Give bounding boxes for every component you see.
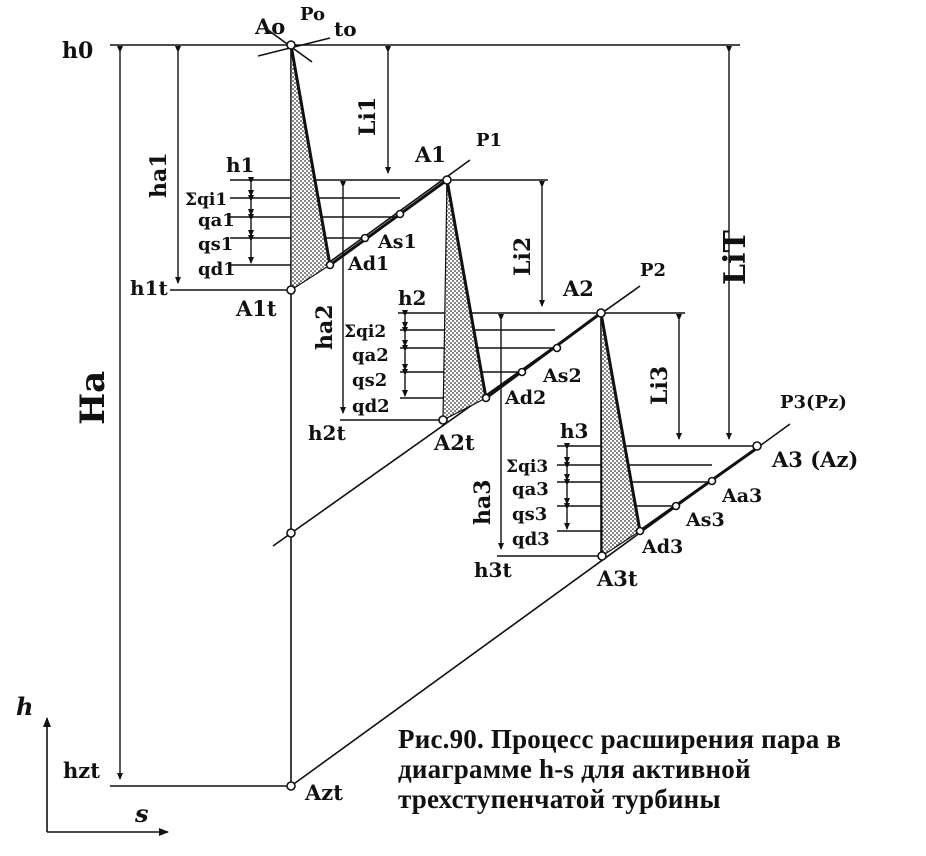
point-a0 xyxy=(286,40,296,50)
label-h0: h0 xyxy=(62,38,93,64)
label-as3: As3 xyxy=(685,509,725,531)
point-a2 xyxy=(596,308,606,318)
label-a3: A3 (Az) xyxy=(771,447,858,472)
label-azt: Azt xyxy=(304,780,343,805)
label-h3t: h3t xyxy=(474,558,512,582)
label-qa1: qa1 xyxy=(198,210,235,231)
label-ad2: Ad2 xyxy=(504,387,546,409)
point-as2 xyxy=(517,367,527,377)
label-ha2: ha2 xyxy=(312,304,338,350)
label-a3t: A3t xyxy=(596,566,638,591)
point-ad2 xyxy=(481,393,491,403)
label-a1t: A1t xyxy=(235,296,277,321)
label-p3: P3(Pz) xyxy=(780,392,847,413)
label-ha3: ha3 xyxy=(470,479,496,525)
label-lit: LiT xyxy=(718,230,753,285)
label-qs1: qs1 xyxy=(198,234,233,255)
label-p0: Po xyxy=(300,4,325,25)
point-aa2 xyxy=(552,343,562,353)
label-qa2: qa2 xyxy=(352,345,389,366)
label-ad1: Ad1 xyxy=(347,253,389,275)
label-h1: h1 xyxy=(226,153,254,177)
p3-thick xyxy=(639,444,761,533)
label-p1: P1 xyxy=(476,130,502,151)
label-h2: h2 xyxy=(398,286,426,310)
loss-area-stage2 xyxy=(442,179,487,421)
label-qa3: qa3 xyxy=(512,479,549,500)
p1-thick xyxy=(329,178,448,267)
point-ad1 xyxy=(325,260,335,270)
point-ad3 xyxy=(635,526,645,536)
label-as2: As2 xyxy=(542,365,582,387)
point-p2-cross xyxy=(286,528,296,538)
label-a2t: A2t xyxy=(433,430,475,455)
process-line-3 xyxy=(599,312,642,532)
point-as3 xyxy=(671,501,681,511)
process-line-1 xyxy=(289,44,332,266)
label-li2: Li2 xyxy=(510,237,536,276)
label-li3: Li3 xyxy=(647,366,673,405)
label-as1: As1 xyxy=(377,231,417,253)
point-azt xyxy=(286,781,296,791)
label-h1t: h1t xyxy=(130,276,168,300)
label-ha: Ha xyxy=(73,371,113,425)
label-h2t: h2t xyxy=(308,421,346,445)
point-a3 xyxy=(752,441,762,451)
label-sum-q2: Σqi2 xyxy=(344,322,386,342)
point-aa3 xyxy=(707,476,717,486)
label-a1: A1 xyxy=(414,142,446,167)
label-p2: P2 xyxy=(640,260,666,281)
label-li1: Li1 xyxy=(355,97,381,136)
label-t0: to xyxy=(334,17,357,41)
label-ha1: ha1 xyxy=(146,152,172,198)
label-h3: h3 xyxy=(560,419,588,443)
point-a2t xyxy=(438,415,448,425)
point-a3t xyxy=(597,551,607,561)
caption-line-1: Рис.90. Процесс расширения пара в xyxy=(398,724,842,754)
caption-line-3: трехступенчатой турбины xyxy=(398,784,721,814)
label-qd3: qd3 xyxy=(512,529,550,550)
label-aa3: Aa3 xyxy=(721,485,762,507)
caption-line-2: диаграмме h-s для активной xyxy=(398,754,751,784)
point-a1 xyxy=(442,175,452,185)
label-sum-q3: Σqi3 xyxy=(506,457,548,477)
point-aa1 xyxy=(395,209,405,219)
label-qd1: qd1 xyxy=(198,259,236,280)
process-line-2 xyxy=(445,179,488,399)
point-as1 xyxy=(360,233,370,243)
point-a1t xyxy=(286,285,296,295)
p2-thick xyxy=(485,311,602,400)
label-axis-h: h xyxy=(16,692,33,721)
label-qs3: qs3 xyxy=(512,504,547,525)
label-qd2: qd2 xyxy=(352,396,390,417)
label-qs2: qs2 xyxy=(352,370,387,391)
label-sum-q1: Σqi1 xyxy=(185,190,227,210)
label-ad3: Ad3 xyxy=(641,536,683,558)
label-axis-s: s xyxy=(134,799,149,828)
label-a2: A2 xyxy=(562,276,594,301)
label-a0: Ao xyxy=(254,14,285,39)
label-hzt: hzt xyxy=(63,758,100,783)
figure-caption: Рис.90. Процесс расширения пара в диагра… xyxy=(398,724,918,814)
